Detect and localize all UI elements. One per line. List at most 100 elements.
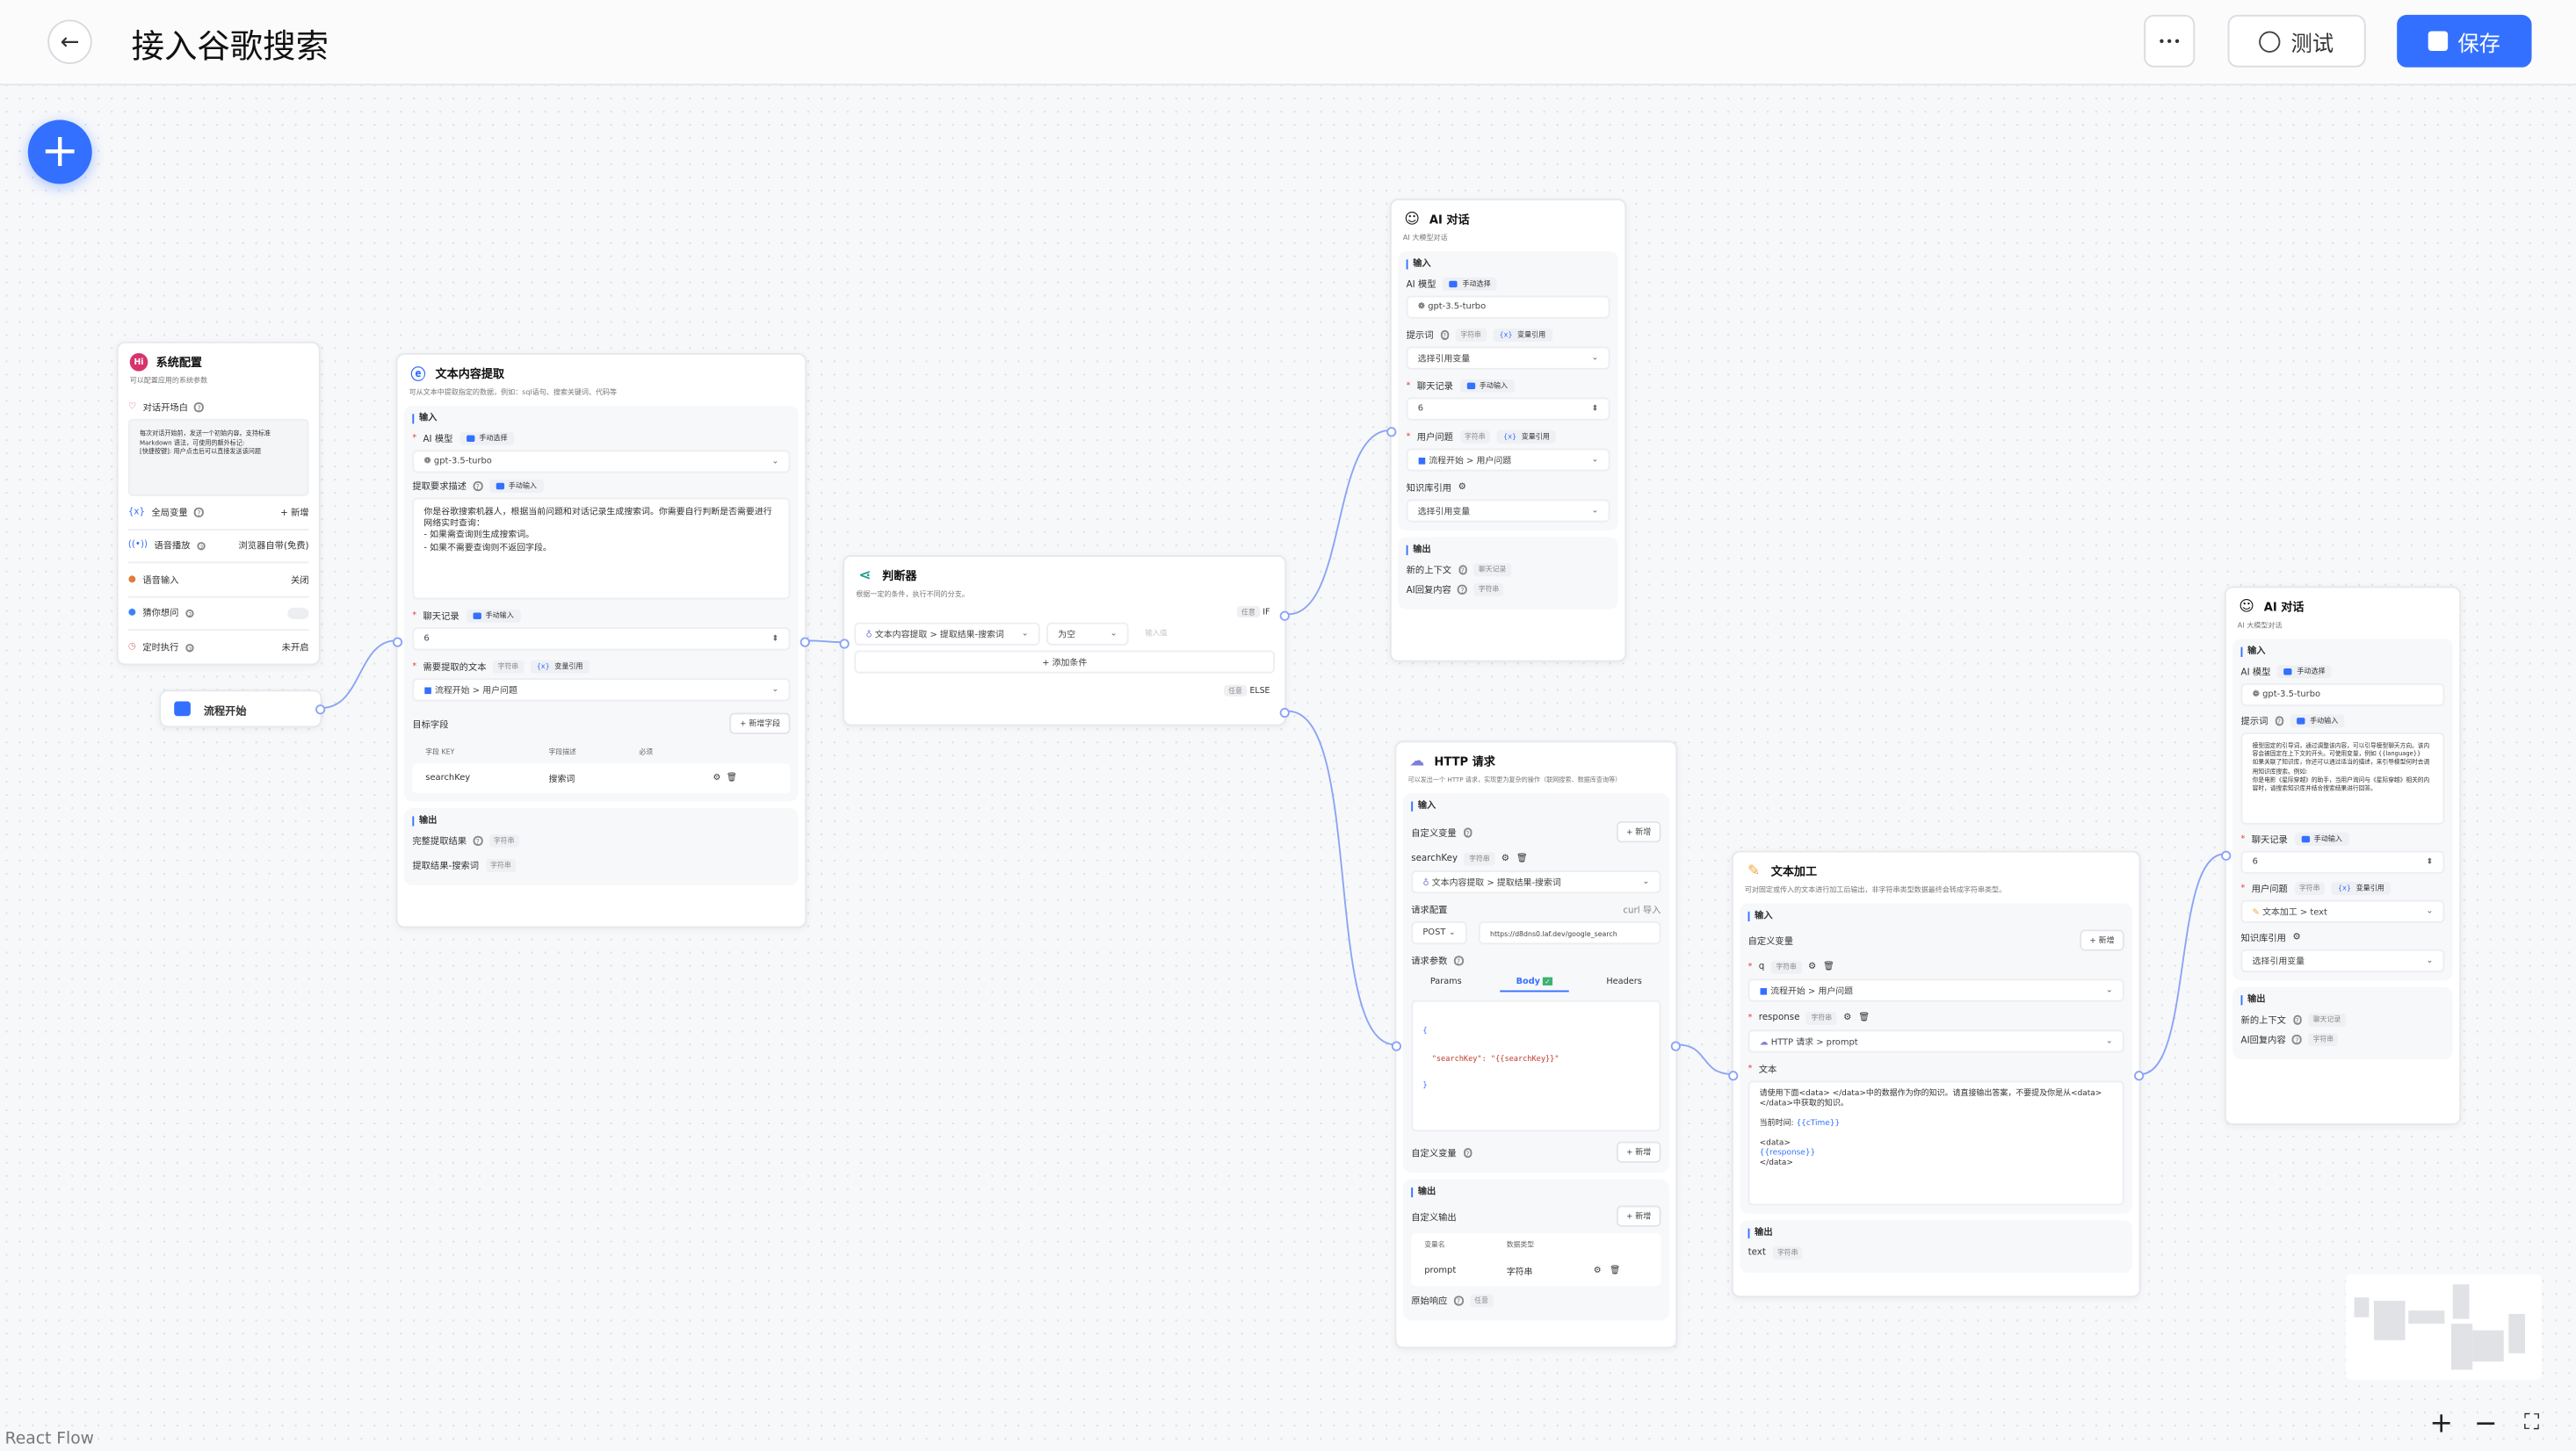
output-handle[interactable]: [800, 637, 810, 647]
gear-icon[interactable]: ⚙: [1593, 1266, 1602, 1276]
input-handle[interactable]: [839, 639, 850, 649]
input-handle[interactable]: [392, 637, 403, 647]
output-handle[interactable]: [315, 704, 326, 715]
trash-icon[interactable]: 🗑: [1610, 1266, 1621, 1276]
gear-icon[interactable]: ⚙: [1843, 1013, 1852, 1023]
history-stepper[interactable]: 6⬍: [412, 627, 791, 651]
gear-icon[interactable]: ⚙: [2292, 933, 2301, 943]
manual-select-tag[interactable]: 手动选择: [459, 431, 514, 445]
text-label: 需要提取的文本: [423, 663, 487, 674]
question-select[interactable]: ✎ 文本加工 > text⌄: [2240, 899, 2445, 923]
method-select[interactable]: POST⌄: [1411, 921, 1467, 945]
kb-select[interactable]: 选择引用变量⌄: [2240, 949, 2445, 972]
add-var-button[interactable]: + 新增: [1616, 820, 1661, 843]
output-label: 提取结果-搜索词: [412, 862, 480, 872]
kb-select[interactable]: 选择引用变量⌄: [1406, 499, 1610, 523]
test-button[interactable]: 测试: [2227, 14, 2366, 68]
output-handle[interactable]: [1670, 1041, 1681, 1051]
text-process-node[interactable]: ✎文本加工 可对固定或传入的文本进行加工后输出，非字符串类型数据最终会转成字符串…: [1728, 850, 2145, 1298]
input-handle[interactable]: [2221, 850, 2232, 861]
guess-toggle[interactable]: [287, 607, 309, 619]
text-ref-select[interactable]: ■ 流程开始 > 用户问题⌄: [412, 678, 791, 702]
prompt-textarea[interactable]: 你是谷歌搜索机器人，根据当前问题和对话记录生成搜索词。你需要自行判断是否需要进行…: [412, 497, 791, 600]
add-global-var-button[interactable]: + 新增: [280, 509, 309, 519]
back-button[interactable]: ←: [47, 19, 92, 64]
schedule-value[interactable]: 未开启: [281, 644, 309, 654]
add-output-button[interactable]: + 新增: [1616, 1205, 1661, 1227]
var-ref-select[interactable]: ♁ 文本内容提取 > 提取结果-搜索词⌄: [1411, 870, 1661, 894]
add-var-button[interactable]: + 新增: [1616, 1141, 1661, 1163]
zoom-out-button[interactable]: −: [2473, 1407, 2498, 1440]
response-ref-select[interactable]: ☁ HTTP 请求 > prompt⌄: [1747, 1029, 2124, 1053]
tab-headers[interactable]: Headers: [1606, 977, 1642, 987]
url-input[interactable]: https://d8dns0.laf.dev/google_search: [1478, 921, 1661, 945]
output-handle[interactable]: [2134, 1071, 2145, 1081]
node-desc: AI 大模型对话: [2237, 622, 2283, 632]
voice-input-value[interactable]: 关闭: [290, 575, 309, 587]
page-title: 接入谷歌搜索: [131, 25, 329, 66]
tts-label: 语音播放: [154, 542, 191, 552]
input-handle[interactable]: [1391, 1041, 1402, 1051]
more-button[interactable]: •••: [2144, 14, 2196, 68]
question-select[interactable]: ■ 流程开始 > 用户问题⌄: [1406, 448, 1610, 472]
body-editor[interactable]: { "searchKey": "{{searchKey}}" }: [1411, 1000, 1661, 1132]
curl-import-button[interactable]: curl 导入: [1623, 906, 1661, 917]
openai-icon: ❁: [2252, 689, 2260, 700]
manual-select-tag[interactable]: 手动选择: [1443, 278, 1498, 291]
model-select[interactable]: ❁ gpt-3.5-turbo⌄: [412, 450, 791, 473]
value-input[interactable]: 输入值: [1145, 631, 1168, 639]
react-flow-attribution[interactable]: React Flow: [4, 1430, 94, 1449]
text-editor[interactable]: 请使用下面<data> </data>中的数据作为你的知识。请直接输出答案，不要…: [1747, 1080, 2124, 1206]
http-cloud-icon: ☁: [1409, 753, 1425, 770]
ai-chat-node-1[interactable]: ☺AI 对话 AI 大模型对话 输入 AI 模型手动选择 ❁ gpt-3.5-t…: [1386, 199, 1627, 662]
manual-input-tag[interactable]: 手动输入: [488, 480, 544, 493]
gear-icon[interactable]: ⚙: [1807, 962, 1817, 972]
tab-body[interactable]: Body ✓: [1499, 977, 1569, 993]
flow-start-node[interactable]: 流程开始: [159, 689, 326, 728]
fit-view-button[interactable]: ⛶: [2523, 1411, 2540, 1436]
tts-value[interactable]: 浏览器自带(免费): [238, 542, 309, 552]
gear-icon[interactable]: ⚙: [1501, 854, 1509, 864]
branch-icon: ⋖: [858, 567, 872, 584]
prompt-select[interactable]: 选择引用变量⌄: [1406, 346, 1610, 370]
add-var-button[interactable]: + 新增: [2080, 929, 2124, 951]
history-stepper[interactable]: 6⬍: [2240, 850, 2445, 874]
input-handle[interactable]: [1728, 1071, 1739, 1081]
model-select[interactable]: ❁ gpt-3.5-turbo: [1406, 295, 1610, 319]
opening-textarea[interactable]: 每次对话开始前，发送一个初始内容。支持标准 Markdown 语法，可使用的额外…: [127, 418, 309, 496]
gear-icon[interactable]: ⚙: [713, 773, 721, 783]
trash-icon[interactable]: 🗑: [1822, 962, 1834, 972]
http-request-node[interactable]: ☁HTTP 请求 可以发出一个 HTTP 请求，实现更为复杂的操作（联网搜索、数…: [1391, 740, 1681, 1349]
else-handle[interactable]: [1279, 707, 1290, 718]
openai-icon: ❁: [423, 456, 431, 467]
var-ref-tag[interactable]: {x}变量引用: [530, 660, 590, 674]
openai-icon: ❁: [1417, 302, 1426, 313]
save-button[interactable]: 保存: [2397, 14, 2532, 68]
add-field-button[interactable]: + 新增字段: [729, 712, 791, 734]
chat-heart-icon: ♡: [127, 402, 137, 413]
if-handle[interactable]: [1279, 610, 1290, 621]
tab-params[interactable]: Params: [1429, 977, 1462, 987]
manual-input-tag[interactable]: 手动输入: [466, 609, 521, 623]
ai-chat-node-2[interactable]: ☺AI 对话 AI 大模型对话 输入 AI 模型手动选择 ❁ gpt-3.5-t…: [2221, 586, 2462, 1125]
gear-icon[interactable]: ⚙: [1458, 482, 1466, 493]
condition-ref-select[interactable]: ♁ 文本内容提取 > 提取结果-搜索词⌄: [854, 622, 1040, 646]
add-node-button[interactable]: +: [27, 119, 92, 184]
minimap[interactable]: [2346, 1274, 2542, 1380]
prompt-textarea[interactable]: 模型固定的引导词，通过调整该内容，可以引导模型聊天方向。该内容会被固定在上下文的…: [2240, 732, 2445, 825]
trash-icon[interactable]: 🗑: [726, 773, 738, 783]
model-select[interactable]: ❁ gpt-3.5-turbo: [2240, 682, 2445, 707]
trash-icon[interactable]: 🗑: [1516, 854, 1528, 864]
add-condition-button[interactable]: + 添加条件: [854, 650, 1276, 674]
zoom-in-button[interactable]: +: [2429, 1407, 2453, 1440]
history-stepper[interactable]: 6⬍: [1406, 397, 1610, 421]
help-icon: ?: [473, 481, 482, 491]
q-ref-select[interactable]: ■ 流程开始 > 用户问题⌄: [1747, 978, 2124, 1002]
trash-icon[interactable]: 🗑: [1857, 1013, 1870, 1023]
input-handle[interactable]: [1386, 427, 1397, 437]
operator-select[interactable]: 为空⌄: [1046, 622, 1129, 646]
judge-node[interactable]: ⋖判断器 根据一定的条件，执行不同的分支。 任意 IF ♁ 文本内容提取 > 提…: [839, 555, 1290, 726]
